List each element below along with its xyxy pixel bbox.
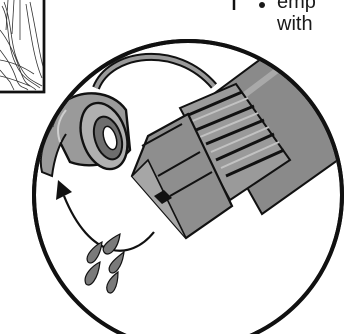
instruction-text-line-1: emp bbox=[277, 0, 316, 12]
list-bullet bbox=[259, 2, 265, 8]
inset-picture bbox=[0, 0, 44, 92]
hose-cap bbox=[41, 93, 136, 176]
instruction-text-line-2: with bbox=[277, 14, 313, 34]
